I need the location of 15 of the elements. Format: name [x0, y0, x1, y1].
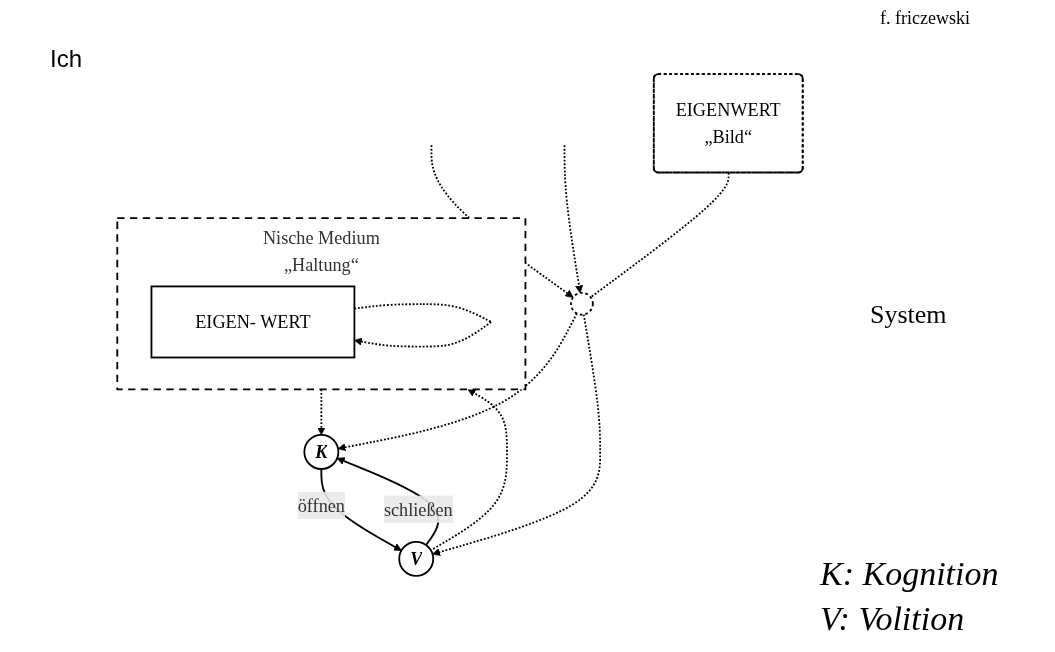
arrow — [317, 388, 326, 436]
arrow — [432, 313, 602, 556]
node-star — [570, 291, 594, 316]
edge-label: schließen — [383, 499, 453, 520]
note: System — [870, 300, 947, 330]
connector — [589, 172, 730, 299]
arrow — [563, 144, 583, 294]
author-note: f. friczewski — [880, 8, 970, 29]
arrow — [432, 389, 508, 550]
node-box: EIGEN- WERT — [150, 285, 356, 359]
edge-label: öffnen — [297, 495, 345, 516]
arrow — [337, 312, 578, 452]
note: V: Volition — [820, 600, 965, 638]
note: K: Kognition — [820, 555, 999, 593]
side-label: Ich — [50, 45, 82, 73]
